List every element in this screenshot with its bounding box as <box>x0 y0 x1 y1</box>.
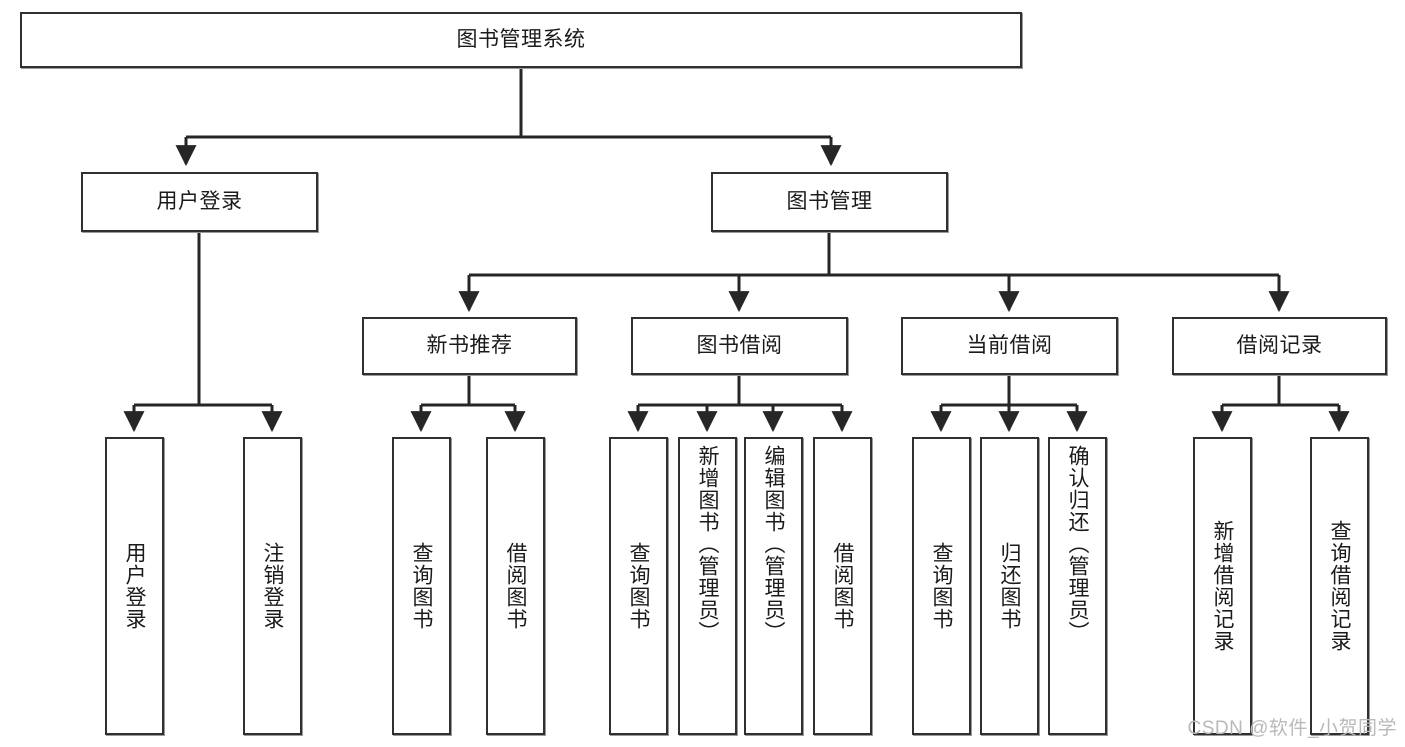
node-borrow-record-label: 借阅记录 <box>1236 333 1323 357</box>
leaf-label: 新增图书（管理员） <box>696 445 720 643</box>
node-root-label: 图书管理系统 <box>456 27 586 51</box>
leaf-label: 新增借阅记录 <box>1211 520 1235 652</box>
node-book-borrow[interactable]: 图书借阅 <box>631 317 848 375</box>
node-user-login[interactable]: 用户登录 <box>81 172 318 232</box>
leaf-label: 查询借阅记录 <box>1328 520 1352 652</box>
leaf-label: 编辑图书（管理员） <box>762 445 786 643</box>
leaf-label: 确认归还（管理员） <box>1066 445 1090 643</box>
node-current-borrow-label: 当前借阅 <box>966 333 1053 357</box>
node-user-login-label: 用户登录 <box>156 189 243 213</box>
leaf-current-borrow-confirm-return-admin[interactable]: 确认归还（管理员） <box>1048 437 1107 735</box>
node-book-management[interactable]: 图书管理 <box>711 172 948 232</box>
node-borrow-record[interactable]: 借阅记录 <box>1172 317 1387 375</box>
leaf-label: 查询图书 <box>930 542 954 630</box>
leaf-book-borrow-edit-book-admin[interactable]: 编辑图书（管理员） <box>744 437 803 735</box>
leaf-user-login-logout[interactable]: 注销登录 <box>243 437 302 735</box>
leaf-current-borrow-query-book[interactable]: 查询图书 <box>912 437 971 735</box>
leaf-label: 借阅图书 <box>831 542 855 630</box>
leaf-label: 注销登录 <box>261 542 285 630</box>
leaf-label: 用户登录 <box>123 542 147 630</box>
leaf-book-borrow-query-book[interactable]: 查询图书 <box>609 437 668 735</box>
node-new-book-recommend-label: 新书推荐 <box>426 333 513 357</box>
leaf-borrow-record-add-record[interactable]: 新增借阅记录 <box>1193 437 1252 735</box>
node-current-borrow[interactable]: 当前借阅 <box>901 317 1118 375</box>
leaf-label: 归还图书 <box>998 542 1022 630</box>
csdn-watermark: CSDN @软件_小贺同学 <box>1187 718 1397 739</box>
leaf-book-borrow-add-book-admin[interactable]: 新增图书（管理员） <box>678 437 737 735</box>
leaf-new-book-borrow-book[interactable]: 借阅图书 <box>486 437 545 735</box>
node-new-book-recommend[interactable]: 新书推荐 <box>362 317 577 375</box>
node-book-borrow-label: 图书借阅 <box>696 333 783 357</box>
leaf-user-login-login[interactable]: 用户登录 <box>105 437 164 735</box>
leaf-label: 借阅图书 <box>504 542 528 630</box>
leaf-borrow-record-query-record[interactable]: 查询借阅记录 <box>1310 437 1369 735</box>
leaf-label: 查询图书 <box>627 542 651 630</box>
leaf-book-borrow-borrow-book[interactable]: 借阅图书 <box>813 437 872 735</box>
node-book-management-label: 图书管理 <box>786 189 873 213</box>
leaf-label: 查询图书 <box>410 542 434 630</box>
leaf-new-book-query-book[interactable]: 查询图书 <box>392 437 451 735</box>
leaf-current-borrow-return-book[interactable]: 归还图书 <box>980 437 1039 735</box>
node-root-book-management-system[interactable]: 图书管理系统 <box>20 12 1022 68</box>
